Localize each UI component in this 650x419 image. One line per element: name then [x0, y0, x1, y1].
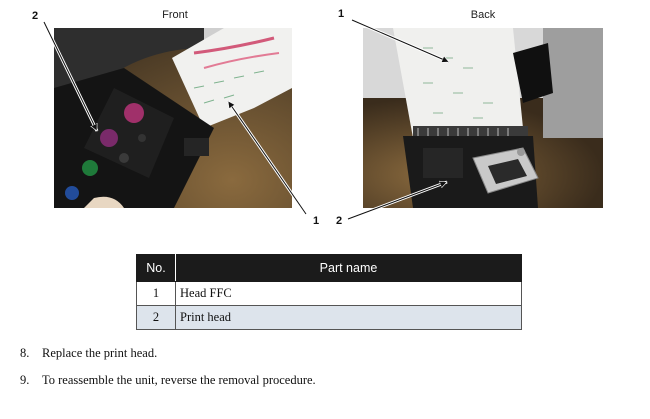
back-photo: [363, 28, 603, 208]
list-item: 8. Replace the print head.: [20, 340, 316, 367]
procedure-steps: 8. Replace the print head. 9. To reassembl…: [20, 340, 316, 394]
row-part-name: Head FFC: [175, 281, 522, 306]
column-header-no: No.: [136, 254, 176, 282]
step-text: To reassemble the unit, reverse the remo…: [42, 373, 316, 387]
table-row: 2 Print head: [136, 305, 522, 330]
callout-front-print-head: 2: [32, 10, 39, 22]
list-item: 9. To reassemble the unit, reverse the re…: [20, 367, 316, 394]
column-header-part-name: Part name: [175, 254, 522, 282]
front-photo: [54, 28, 292, 208]
parts-table: No. Part name 1 Head FFC 2 Print head: [136, 254, 522, 330]
parts-table-header: No. Part name: [136, 254, 522, 282]
step-number: 9.: [20, 373, 30, 387]
row-number: 1: [136, 281, 176, 306]
table-row: 1 Head FFC: [136, 281, 522, 306]
step-number: 8.: [20, 346, 30, 360]
callout-back-ffc: 1: [338, 8, 345, 20]
front-photo-caption: Front: [162, 9, 188, 21]
back-photo-caption: Back: [470, 9, 496, 21]
step-text: Replace the print head.: [42, 346, 158, 360]
row-part-name: Print head: [175, 305, 522, 330]
row-number: 2: [136, 305, 176, 330]
callout-back-print-head: 2: [336, 215, 343, 227]
callout-front-ffc: 1: [313, 215, 320, 227]
